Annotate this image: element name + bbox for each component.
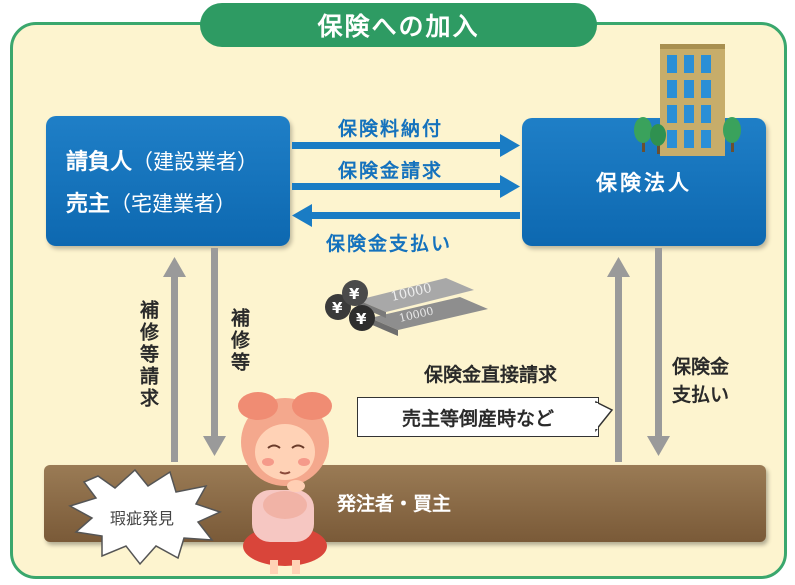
- claim-label: 保険金請求: [338, 160, 444, 182]
- contractor-label: 請負人: [66, 150, 133, 175]
- repair-request-label: 補修等請求: [137, 300, 159, 410]
- repair-arrow: [203, 248, 226, 456]
- payout-label: 保険金支払い: [326, 233, 453, 255]
- defect-burst: 瑕疵発見: [68, 468, 223, 566]
- coin-yen: ¥: [332, 299, 343, 317]
- bankruptcy-callout-text: 売主等倒産時など: [401, 407, 554, 430]
- insurer-label: 保険法人: [596, 171, 692, 195]
- contractor-type: （建設業者）: [132, 150, 259, 174]
- claim-arrow: [292, 175, 520, 198]
- buyer-label: 発注者・買主: [337, 493, 452, 515]
- seller-type: （宅建業者）: [110, 192, 237, 216]
- contractor-seller-box: 請負人（建設業者） 売主（宅建業者）: [46, 116, 290, 246]
- repair-label: 補修等: [228, 308, 250, 374]
- bankruptcy-callout: 売主等倒産時など: [357, 397, 599, 437]
- direct-payout-label-2: 支払い: [672, 384, 730, 406]
- seller-label: 売主: [66, 192, 111, 217]
- money-icon: 10000 10000 ¥ ¥ ¥: [325, 278, 488, 336]
- direct-claim-label: 保険金直接請求: [424, 364, 558, 386]
- diagram-title: 保険への加入: [200, 3, 597, 47]
- premium-payment-label: 保険料納付: [338, 118, 444, 140]
- coin-yen: ¥: [349, 285, 360, 303]
- direct-payout-arrow: [647, 248, 670, 456]
- repair-request-arrow: [163, 257, 186, 462]
- building-icon: [660, 44, 725, 156]
- contractor-line: 請負人（建設業者）: [66, 144, 258, 176]
- tree-icon: [634, 117, 741, 154]
- coin-yen: ¥: [356, 310, 367, 328]
- defect-burst-label: 瑕疵発見: [110, 509, 174, 528]
- direct-claim-arrow: [607, 257, 630, 462]
- payout-arrow: [292, 204, 520, 227]
- seller-line: 売主（宅建業者）: [66, 186, 236, 218]
- buyer-character: [238, 392, 332, 574]
- direct-payout-label-1: 保険金: [672, 356, 730, 378]
- premium-arrow: [292, 134, 520, 157]
